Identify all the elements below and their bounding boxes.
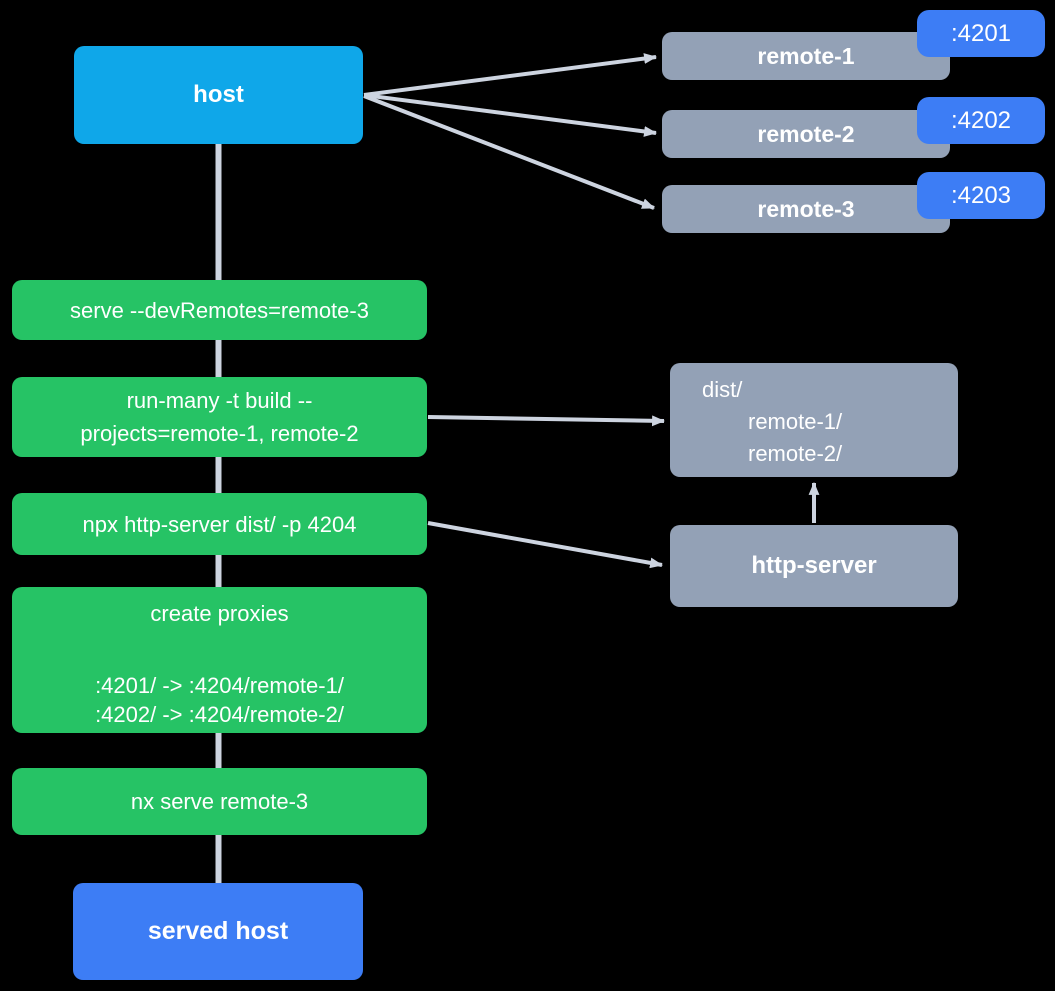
remote-3-label: remote-3 [757, 195, 855, 222]
remote-2-node: remote-2 [662, 110, 950, 158]
port-badge-4203: :4203 [917, 172, 1045, 219]
arrow-host-to-remote-1 [363, 53, 658, 97]
command-nx-serve-remote-3-text: nx serve remote-3 [130, 789, 309, 814]
command-npx-http-server-text: npx http-server dist/ -p 4204 [82, 511, 357, 537]
command-nx-serve-remote-3: nx serve remote-3 [12, 768, 427, 835]
port-badge-4202: :4202 [917, 97, 1045, 144]
proxy-mapping-1: :4201/ -> :4204/remote-1/ [95, 673, 344, 698]
command-run-many-build-line-2: projects=remote-1, remote-2 [80, 421, 359, 446]
host-node: host [74, 46, 363, 144]
host-label: host [193, 81, 244, 108]
command-npx-http-server: npx http-server dist/ -p 4204 [12, 493, 427, 555]
dist-entry-remote-2: remote-2/ [748, 441, 843, 466]
command-serve-devremotes: serve --devRemotes=remote-3 [12, 280, 427, 340]
port-badge-4201-label: :4201 [950, 19, 1012, 47]
dist-folder-title: dist/ [702, 377, 743, 402]
create-proxies-mappings: :4201/ -> :4204/remote-1/ :4202/ -> :420… [95, 671, 344, 729]
remote-1-label: remote-1 [757, 42, 855, 69]
served-host-node: served host [73, 883, 363, 980]
arrow-build-to-dist [427, 415, 666, 427]
create-proxies-title: create proxies [150, 601, 289, 626]
proxy-mapping-2: :4202/ -> :4204/remote-2/ [95, 702, 344, 727]
port-badge-4203-label: :4203 [950, 181, 1012, 209]
arrow-serve-to-http-server [427, 521, 664, 569]
http-server-node: http-server [670, 525, 958, 607]
remote-2-label: remote-2 [757, 120, 855, 147]
http-server-label: http-server [751, 552, 877, 579]
command-run-many-build-line-1: run-many -t build -- [126, 388, 313, 413]
arrow-host-to-remote-2 [363, 93, 658, 137]
command-run-many-build: run-many -t build -- projects=remote-1, … [12, 377, 427, 457]
served-host-label: served host [147, 917, 289, 945]
remote-3-node: remote-3 [662, 185, 950, 233]
port-badge-4202-label: :4202 [950, 106, 1012, 134]
command-serve-devremotes-text: serve --devRemotes=remote-3 [70, 297, 369, 323]
command-create-proxies: create proxies :4201/ -> :4204/remote-1/… [12, 587, 427, 733]
arrow-host-to-remote-3 [363, 94, 656, 210]
port-badge-4201: :4201 [917, 10, 1045, 57]
dist-entry-remote-1: remote-1/ [748, 409, 843, 434]
remote-1-node: remote-1 [662, 32, 950, 80]
dist-folder-node: dist/ remote-1/ remote-2/ [670, 363, 958, 477]
